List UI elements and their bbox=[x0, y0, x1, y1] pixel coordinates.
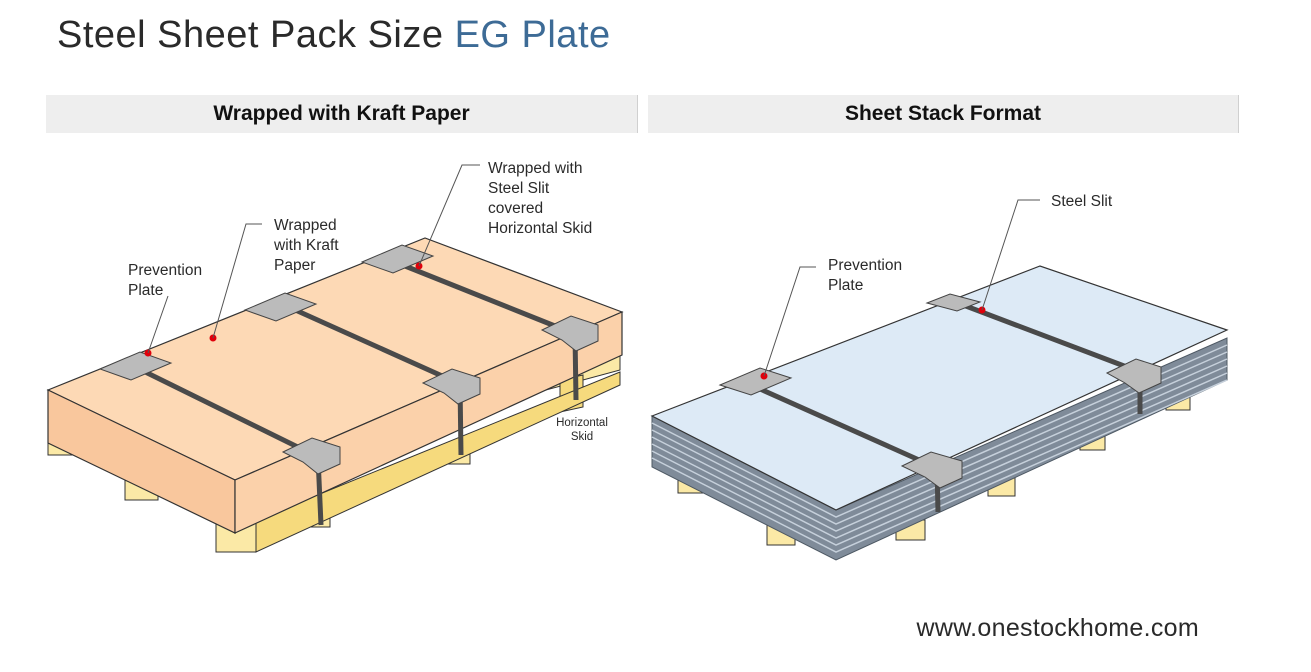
right-prevention-plate-label-line2: Plate bbox=[828, 277, 863, 294]
title-accent: EG Plate bbox=[454, 14, 611, 56]
kraft-paper-label-line2: with Kraft bbox=[273, 237, 339, 254]
page-title: Steel Sheet Pack Size EG Plate bbox=[57, 14, 611, 57]
left-labels: Prevention Plate Wrapped with Kraft Pape… bbox=[128, 160, 608, 443]
left-corner-plates bbox=[281, 315, 599, 475]
kraft-paper-label-line3: Paper bbox=[274, 257, 315, 274]
steel-slit-skid-label-line4: Horizontal Skid bbox=[488, 220, 592, 237]
right-labels: Prevention Plate Steel Slit bbox=[828, 193, 1113, 294]
right-corner-plates bbox=[900, 358, 1162, 489]
kraft-paper-label-line1: Wrapped bbox=[274, 217, 337, 234]
website-url: www.onestockhome.com bbox=[916, 614, 1199, 642]
steel-slit-skid-label-line2: Steel Slit bbox=[488, 180, 550, 197]
right-prevention-plate-label-line1: Prevention bbox=[828, 257, 902, 274]
kraft-pack bbox=[46, 164, 624, 553]
title-main: Steel Sheet Pack Size bbox=[57, 14, 444, 56]
sheet-top bbox=[650, 265, 1229, 511]
horizontal-skid-label-line1: Horizontal bbox=[556, 417, 608, 429]
steel-slit-skid-label-line3: covered bbox=[488, 200, 543, 217]
right-leaders bbox=[763, 199, 1040, 377]
left-panel-header: Wrapped with Kraft Paper bbox=[46, 95, 638, 133]
sheet-stack bbox=[650, 199, 1229, 561]
kraft-box bbox=[46, 237, 624, 534]
steel-slit-skid-label-line1: Wrapped with bbox=[488, 160, 582, 177]
right-panel-header: Sheet Stack Format bbox=[648, 95, 1239, 133]
prevention-plate-label-line1: Prevention bbox=[128, 262, 202, 279]
steel-slit-label: Steel Slit bbox=[1051, 193, 1113, 210]
sheet-layers bbox=[651, 337, 1228, 561]
right-top-plates bbox=[718, 293, 982, 396]
left-top-plates bbox=[98, 244, 435, 381]
left-leaders bbox=[147, 164, 480, 354]
horizontal-skid-label-line2: Skid bbox=[571, 431, 593, 443]
prevention-plate-label-line2: Plate bbox=[128, 282, 163, 299]
